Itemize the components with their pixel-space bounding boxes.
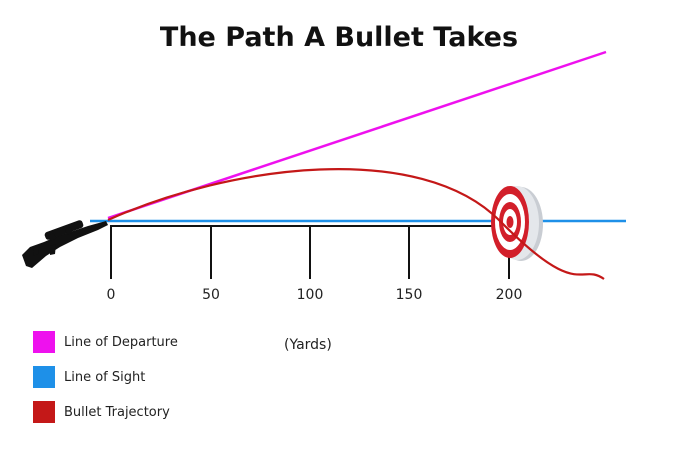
- legend-item-sight: Line of Sight: [33, 366, 145, 388]
- legend-swatch: [33, 366, 55, 388]
- bullet-trajectory: [107, 168, 605, 280]
- distance-tick-label: 100: [296, 287, 324, 303]
- legend-item-trajectory: Bullet Trajectory: [33, 401, 170, 423]
- legend-swatch: [33, 401, 55, 423]
- legend-label: Line of Sight: [64, 369, 146, 385]
- distance-unit-label: (Yards): [284, 337, 332, 353]
- diagram-title: The Path A Bullet Takes: [159, 22, 519, 53]
- legend-swatch: [33, 331, 55, 353]
- distance-tick-label: 150: [395, 287, 423, 303]
- distance-scale: [110, 225, 510, 279]
- distance-tick-label: 200: [495, 287, 523, 303]
- legend-label: Bullet Trajectory: [64, 404, 170, 420]
- distance-tick-label: 0: [106, 287, 116, 303]
- rifle-icon: [22, 220, 108, 268]
- target-icon: [491, 186, 543, 261]
- legend-item-departure: Line of Departure: [33, 331, 178, 353]
- distance-tick-label: 50: [202, 287, 220, 303]
- legend-label: Line of Departure: [64, 334, 178, 350]
